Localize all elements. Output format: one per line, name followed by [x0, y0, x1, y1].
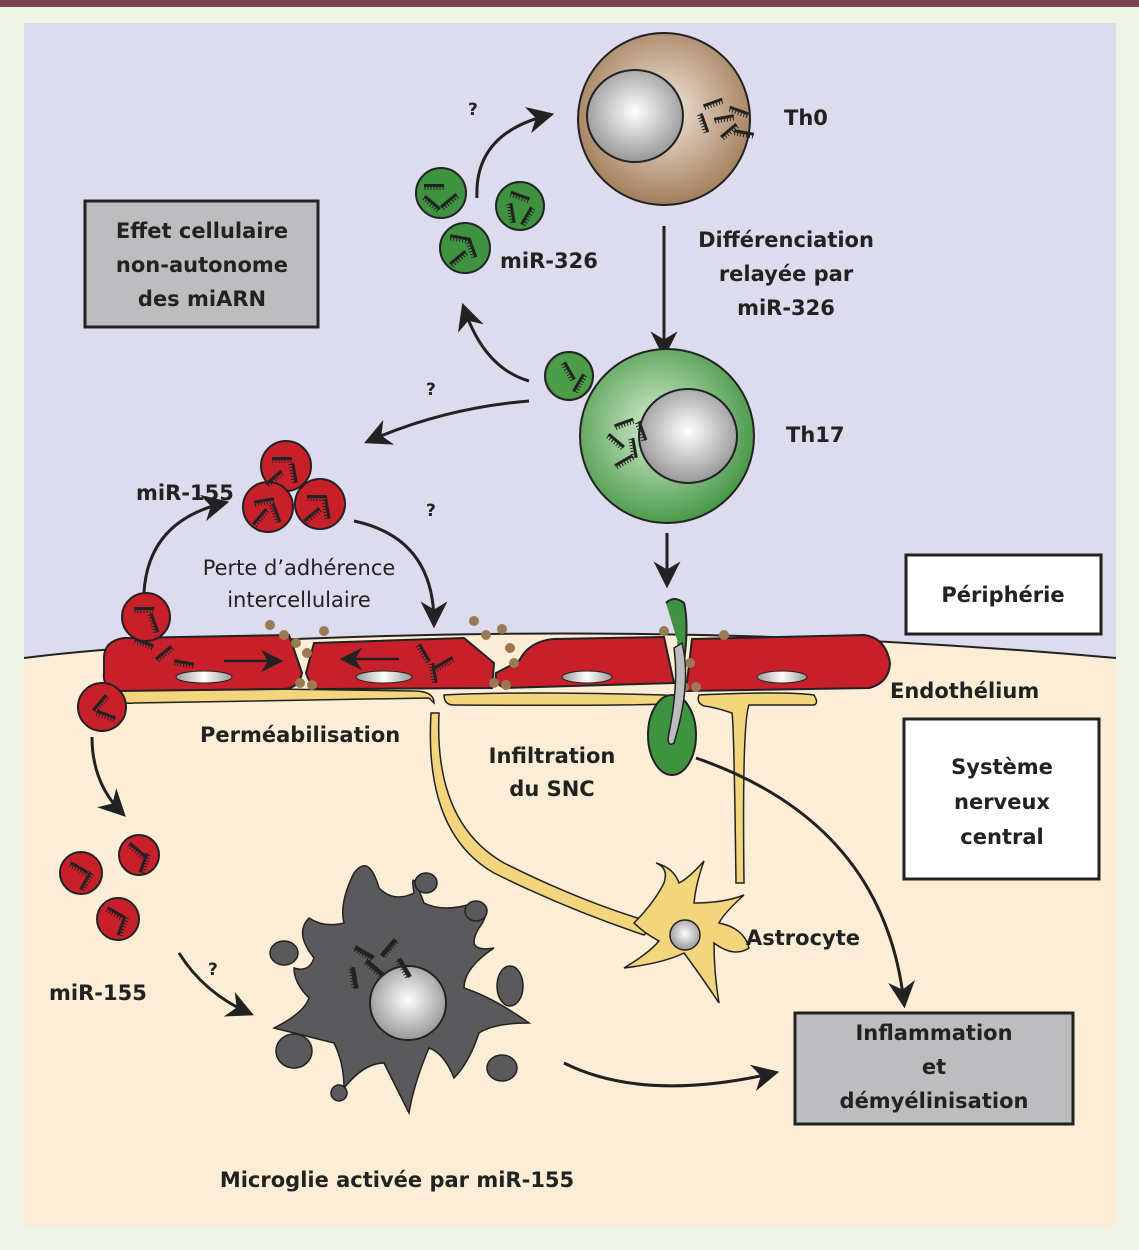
question-mark-3: ?: [426, 501, 436, 521]
infiltrating-th17: [647, 598, 697, 776]
microglia-cell: [269, 865, 532, 1116]
effet-line-2: non-autonome: [116, 253, 288, 277]
top-accent-bar: [0, 0, 1139, 7]
astrocyte-cell: [623, 860, 750, 1004]
svg-text:central: central: [960, 825, 1043, 849]
mir155-top-label: miR-155: [136, 481, 234, 505]
diagram-canvas: Effet cellulaire non-autonome des miARN …: [24, 23, 1116, 1226]
perte-adherence-label: Perte d’adhérence intercellulaire: [203, 556, 396, 612]
arrow-mir155-to-microglia: [177, 952, 254, 1017]
endothelium-label: Endothélium: [890, 679, 1039, 703]
endothelium: [102, 633, 892, 693]
effet-line-3: des miARN: [138, 287, 266, 311]
microglia-label: Microglie activée par miR-155: [220, 1168, 574, 1192]
svg-text:intercellulaire: intercellulaire: [227, 588, 371, 612]
arrow-th17-to-mir155: [364, 399, 530, 445]
diagram-panel: Effet cellulaire non-autonome des miARN …: [24, 23, 1116, 1226]
th17-label: Th17: [786, 423, 845, 447]
peripherie-box: Périphérie: [904, 553, 1103, 636]
th17-cell: [544, 348, 755, 524]
mir155-bottom-label: miR-155: [49, 981, 147, 1005]
svg-text:miR-326: miR-326: [737, 296, 835, 320]
question-mark-4: ?: [208, 960, 218, 980]
effet-box: Effet cellulaire non-autonome des miARN: [83, 199, 320, 329]
mir155-top-vesicles: [242, 440, 346, 533]
th0-cell: [577, 32, 755, 206]
arrow-mir155-to-endothelium: [353, 519, 448, 629]
inflammation-box: Inflammation et démyélinisation: [793, 1011, 1075, 1126]
arrow-mir326-to-th0: [475, 106, 555, 199]
mir155-budding-vesicles: [77, 592, 171, 732]
svg-text:Périphérie: Périphérie: [941, 583, 1064, 607]
svg-text:Inflammation: Inflammation: [855, 1021, 1012, 1045]
arrow-th17-to-inflammation: [695, 756, 916, 1009]
arrow-endothelium-to-mir155: [142, 494, 230, 612]
th0-label: Th0: [784, 106, 828, 130]
svg-text:démyélinisation: démyélinisation: [840, 1089, 1029, 1113]
svg-text:nerveux: nerveux: [954, 790, 1050, 814]
svg-text:Système: Système: [951, 755, 1053, 779]
mir326-label: miR-326: [500, 249, 598, 273]
arrow-to-mir155-bottom: [90, 736, 126, 817]
differenciation-label: Différenciation relayée par miR-326: [698, 228, 874, 320]
svg-text:et: et: [922, 1055, 946, 1079]
mir155-bottom-vesicles: [59, 834, 160, 941]
question-mark-2: ?: [426, 380, 436, 400]
svg-text:Infiltration: Infiltration: [489, 744, 616, 768]
permeabilisation-label: Perméabilisation: [200, 723, 400, 747]
snc-box: Système nerveux central: [902, 717, 1101, 881]
astrocyte-label: Astrocyte: [746, 926, 860, 950]
mir326-vesicles: [415, 167, 545, 274]
svg-text:Différenciation: Différenciation: [698, 228, 874, 252]
arrow-th17-to-mir326: [458, 302, 530, 383]
arrow-microglia-to-inflammation: [563, 1061, 780, 1092]
svg-text:relayée par: relayée par: [719, 262, 854, 286]
question-mark-1: ?: [468, 100, 478, 120]
svg-text:Perte d’adhérence: Perte d’adhérence: [203, 556, 396, 580]
infiltration-label: Infiltration du SNC: [489, 744, 616, 801]
svg-text:du SNC: du SNC: [509, 777, 594, 801]
effet-line-1: Effet cellulaire: [116, 219, 288, 243]
